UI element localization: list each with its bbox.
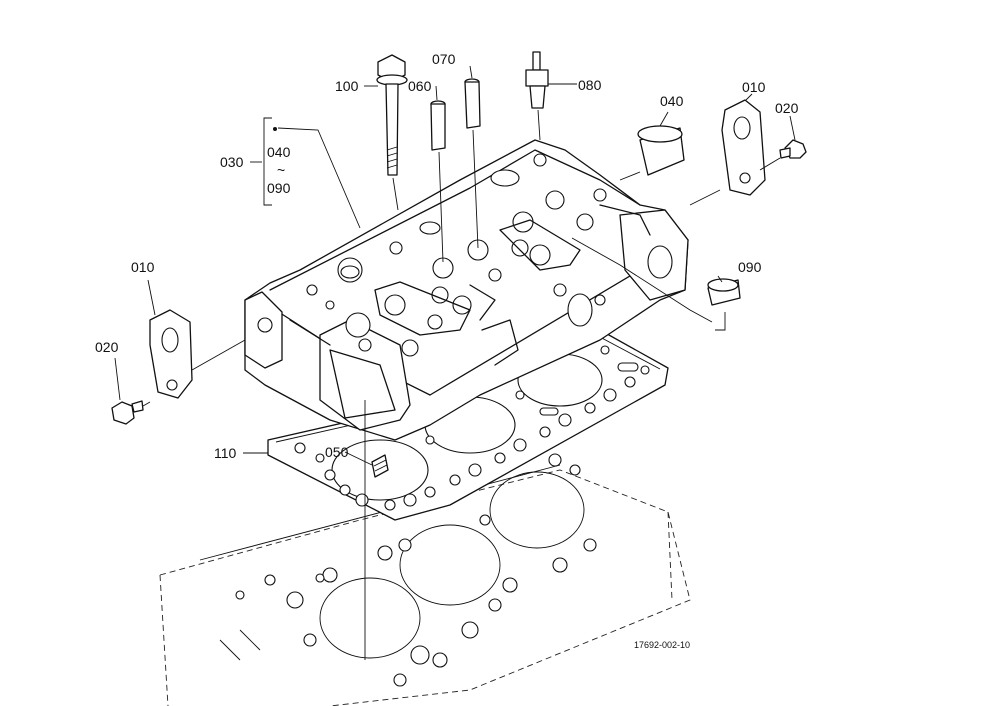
cover-plate-left bbox=[149, 309, 246, 399]
label-100: 100 bbox=[335, 78, 359, 94]
bolt-right bbox=[759, 139, 807, 171]
label-050: 050 bbox=[325, 444, 349, 460]
reference-code: 17692-002-10 bbox=[634, 640, 690, 650]
label-090-group: 090 bbox=[267, 180, 291, 196]
engine-block bbox=[159, 453, 691, 706]
label-010-right: 010 bbox=[742, 79, 766, 95]
label-020-right: 020 bbox=[775, 100, 799, 116]
cup-plug-090 bbox=[707, 278, 741, 331]
cup-plug-040 bbox=[619, 125, 685, 181]
label-020-left: 020 bbox=[95, 339, 119, 355]
valve-guide-060 bbox=[430, 100, 446, 263]
sensor-unit bbox=[525, 51, 549, 141]
valve-guide-070 bbox=[464, 78, 481, 249]
label-080: 080 bbox=[578, 77, 602, 93]
group-bracket-030 bbox=[263, 117, 277, 206]
leader-lines bbox=[114, 65, 796, 660]
label-030: 030 bbox=[220, 154, 244, 170]
label-070: 070 bbox=[432, 51, 456, 67]
head-bolt bbox=[376, 54, 408, 211]
label-040: 040 bbox=[660, 93, 684, 109]
label-group-tilde: ~ bbox=[277, 162, 285, 178]
label-060: 060 bbox=[408, 78, 432, 94]
label-090: 090 bbox=[738, 259, 762, 275]
label-110: 110 bbox=[214, 445, 237, 461]
cylinder-head bbox=[244, 139, 689, 478]
bolt-left bbox=[111, 400, 151, 425]
cover-plate-right bbox=[689, 99, 766, 206]
label-040-group: 040 bbox=[267, 144, 291, 160]
label-010-left: 010 bbox=[131, 259, 155, 275]
